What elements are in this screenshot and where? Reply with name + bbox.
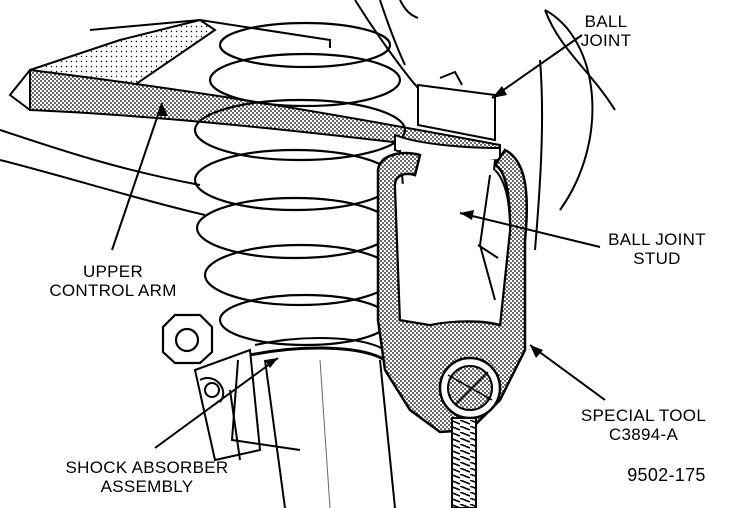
label-upper-control-arm-line2: CONTROL ARM [49,281,177,300]
leader-shock-absorber [154,357,279,449]
label-special-tool-line2: C3894-A [608,425,679,444]
shock-absorber-body [230,337,396,508]
strut-bracket [193,348,262,462]
special-tool-c3894a [376,148,529,508]
hex-nut [161,313,214,365]
leader-ball-joint-stud [459,212,601,248]
coil-spring [193,21,407,347]
leader-lines [111,34,606,449]
label-upper-control-arm: UPPER CONTROL ARM [38,262,188,300]
label-ball-joint-stud-line1: BALL JOINT [608,230,706,249]
leader-upper-control-arm [111,102,163,251]
label-upper-control-arm-line1: UPPER [82,262,144,281]
leader-special-tool [529,344,606,401]
vehicle-body-outline [354,0,616,251]
label-ball-joint-line1: BALL [584,12,628,31]
figure-number: 9502-175 [627,465,706,485]
leader-ball-joint [491,34,583,99]
label-ball-joint-stud-line2: STUD [633,249,681,268]
label-ball-joint-line2: JOINT [580,31,632,50]
upper-control-arm [0,18,501,216]
label-shock-absorber: SHOCK ABSORBER ASSEMBLY [52,458,242,496]
leader-arrowheads [158,86,543,368]
label-shock-absorber-line2: ASSEMBLY [100,477,194,496]
label-special-tool-line1: SPECIAL TOOL [580,406,707,425]
label-ball-joint: BALL JOINT [566,12,646,50]
label-special-tool: SPECIAL TOOL C3894-A [566,406,721,444]
label-shock-absorber-line1: SHOCK ABSORBER [65,458,229,477]
label-ball-joint-stud: BALL JOINT STUD [592,230,722,268]
